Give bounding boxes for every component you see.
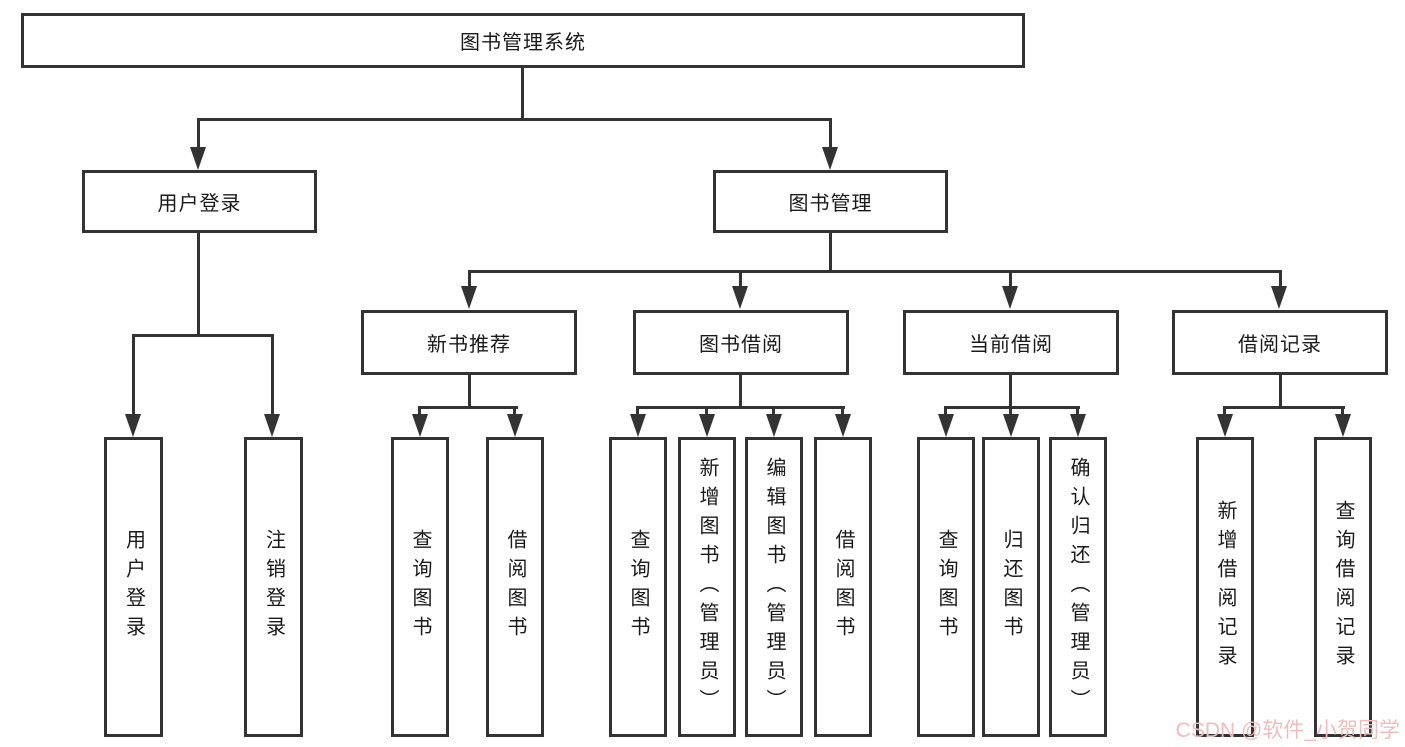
- connector-line: [513, 406, 516, 416]
- node-add-book-admin: 新增图书（管理员）: [678, 437, 736, 737]
- node-user-login: 用户登录: [82, 170, 317, 233]
- connector-line: [521, 68, 524, 121]
- node-label: 查询图书: [627, 529, 649, 645]
- connector-line: [1009, 375, 1012, 409]
- arrowhead-icon: [264, 414, 280, 437]
- node-current-query-books: 查询图书: [917, 437, 975, 737]
- arrowhead-icon: [699, 414, 715, 437]
- arrowhead-icon: [835, 414, 851, 437]
- connector-line: [132, 334, 274, 337]
- arrowhead-icon: [507, 414, 523, 437]
- node-label: 用户登录: [157, 193, 242, 215]
- node-recommend-query-books: 查询图书: [391, 437, 449, 737]
- node-book-management: 图书管理: [713, 170, 948, 233]
- node-label: 查询图书: [409, 529, 431, 645]
- arrowhead-icon: [630, 414, 646, 437]
- node-label: 借阅图书: [832, 529, 854, 645]
- node-book-borrow: 图书借阅: [633, 310, 849, 375]
- connector-line: [468, 270, 1282, 273]
- node-borrow-query-books: 查询图书: [609, 437, 667, 737]
- node-label: 用户登录: [122, 529, 145, 645]
- connector-line: [197, 118, 832, 121]
- node-borrow-borrow-books: 借阅图书: [814, 437, 872, 737]
- connector-line: [197, 118, 200, 148]
- arrowhead-icon: [190, 147, 206, 170]
- node-new-book-recommend: 新书推荐: [361, 310, 577, 375]
- connector-line: [468, 375, 471, 409]
- connector-line: [1223, 406, 1345, 409]
- node-label: 图书借阅: [699, 334, 783, 356]
- connector-line: [1341, 406, 1344, 416]
- connector-line: [468, 270, 471, 287]
- arrowhead-icon: [938, 414, 954, 437]
- arrowhead-icon: [1070, 414, 1086, 437]
- arrowhead-icon: [125, 414, 141, 437]
- connector-line: [841, 406, 844, 416]
- node-label: 查询借阅记录: [1332, 500, 1354, 674]
- connector-line: [418, 406, 518, 409]
- node-add-borrow-record: 新增借阅记录: [1196, 437, 1254, 737]
- node-label: 新增图书（管理员）: [696, 456, 718, 718]
- connector-line: [271, 334, 274, 415]
- connector-line: [705, 406, 708, 416]
- node-current-borrow: 当前借阅: [903, 310, 1119, 375]
- connector-line: [944, 406, 1080, 409]
- node-edit-book-admin: 编辑图书（管理员）: [745, 437, 803, 737]
- arrowhead-icon: [1271, 286, 1287, 309]
- node-recommend-borrow-books: 借阅图书: [486, 437, 544, 737]
- node-library-system: 图书管理系统: [21, 13, 1025, 68]
- node-leaf-user-login: 用户登录: [104, 437, 163, 737]
- connector-line: [829, 118, 832, 148]
- arrowhead-icon: [822, 147, 838, 170]
- node-label: 新增借阅记录: [1214, 500, 1236, 674]
- arrowhead-icon: [461, 286, 477, 309]
- node-label: 新书推荐: [427, 334, 511, 356]
- arrowhead-icon: [766, 414, 782, 437]
- node-label: 图书管理: [788, 193, 873, 215]
- node-label: 借阅记录: [1238, 334, 1322, 356]
- connector-line: [1223, 406, 1226, 416]
- arrowhead-icon: [732, 286, 748, 309]
- arrowhead-icon: [412, 414, 428, 437]
- node-query-borrow-record: 查询借阅记录: [1314, 437, 1372, 737]
- connector-line: [772, 406, 775, 416]
- connector-line: [829, 233, 832, 273]
- connector-line: [1009, 406, 1012, 416]
- csdn-watermark: CSDN @软件_小贺同学: [1175, 719, 1400, 742]
- node-label: 当前借阅: [969, 334, 1053, 356]
- connector-line: [132, 334, 135, 415]
- node-label: 编辑图书（管理员）: [763, 456, 785, 718]
- arrowhead-icon: [1217, 414, 1233, 437]
- connector-line: [739, 270, 742, 287]
- arrowhead-icon: [1003, 414, 1019, 437]
- node-confirm-return-admin: 确认归还（管理员）: [1049, 437, 1107, 737]
- node-label: 借阅图书: [504, 529, 526, 645]
- node-label: 确认归还（管理员）: [1067, 456, 1089, 718]
- connector-line: [739, 375, 742, 409]
- connector-line: [1076, 406, 1079, 416]
- node-label: 图书管理系统: [460, 32, 586, 54]
- node-label: 查询图书: [935, 529, 957, 645]
- arrowhead-icon: [1335, 414, 1351, 437]
- node-borrow-records: 借阅记录: [1172, 310, 1388, 375]
- connector-line: [636, 406, 639, 416]
- connector-line: [636, 406, 845, 409]
- node-return-book: 归还图书: [982, 437, 1040, 737]
- connector-line: [418, 406, 421, 416]
- connector-line: [1279, 375, 1282, 409]
- arrowhead-icon: [1002, 286, 1018, 309]
- node-label: 归还图书: [1000, 529, 1022, 645]
- connector-line: [1279, 270, 1282, 287]
- node-leaf-logout: 注销登录: [244, 437, 303, 737]
- connector-line: [197, 233, 200, 337]
- connector-line: [1009, 270, 1012, 287]
- connector-line: [944, 406, 947, 416]
- node-label: 注销登录: [262, 529, 285, 645]
